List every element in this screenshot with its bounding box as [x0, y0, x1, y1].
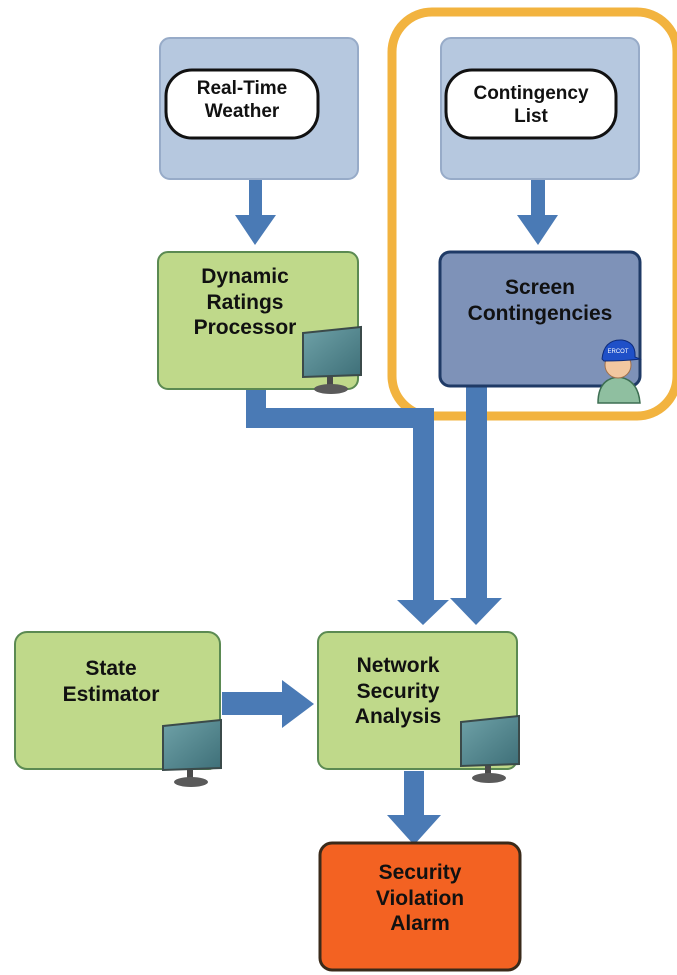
weather-label-line1: Real-Time	[196, 78, 288, 99]
arrow-estimator-to-network	[222, 680, 314, 728]
network-security-label-line3: Analysis	[354, 705, 442, 729]
contingency-list-pill	[444, 68, 618, 140]
alarm-label-line1: Security	[378, 861, 462, 884]
weather-box	[159, 37, 359, 180]
screen-contingencies-label-line2: Contingencies	[467, 301, 613, 325]
contingency-list-label-line1: Contingency	[473, 83, 589, 104]
contingency-list-box	[440, 37, 640, 180]
network-security-label-line2: Security	[356, 679, 440, 703]
monitor-icon	[302, 325, 362, 394]
weather-label-line2: Weather	[204, 101, 280, 123]
alarm-box	[318, 841, 522, 972]
weather-label: Real-Time Weather	[166, 77, 318, 123]
alarm-label-line3: Alarm	[390, 912, 450, 936]
network-security-label-line1: Network	[356, 654, 440, 677]
network-security-label: Network Security Analysis	[318, 653, 478, 730]
weather-pill	[164, 68, 320, 140]
alarm-label: Security Violation Alarm	[320, 860, 520, 937]
contingency-list-label-line2: List	[514, 106, 548, 128]
dynamic-ratings-label-line2: Ratings	[206, 290, 284, 314]
monitor-icon	[162, 718, 222, 787]
arrow-list-to-screen	[517, 178, 558, 245]
state-estimator-label-line2: Estimator	[62, 682, 160, 706]
arrow-ratings-to-network	[246, 388, 449, 625]
connector-arrows	[222, 178, 558, 845]
monitor-icon	[460, 714, 520, 783]
screen-contingencies-label: Screen Contingencies	[440, 275, 640, 326]
arrow-network-to-alarm	[387, 771, 441, 845]
alarm-label-line2: Violation	[375, 886, 465, 910]
dynamic-ratings-label: Dynamic Ratings Processor	[160, 264, 330, 341]
contingency-list-label: Contingency List	[446, 82, 616, 128]
arrow-screen-to-network	[450, 384, 502, 625]
dynamic-ratings-label-line3: Processor	[193, 316, 297, 340]
highlight-frame	[387, 7, 677, 421]
operator-icon: ERCOT	[597, 339, 642, 404]
screen-contingencies-label-line1: Screen	[504, 276, 576, 299]
state-estimator-label-line1: State	[85, 657, 137, 680]
arrow-weather-to-ratings	[235, 178, 276, 245]
dynamic-ratings-label-line1: Dynamic	[201, 265, 289, 288]
screen-contingencies-box	[438, 250, 642, 388]
state-estimator-label: State Estimator	[17, 656, 205, 707]
operator-badge: ERCOT	[608, 349, 629, 355]
